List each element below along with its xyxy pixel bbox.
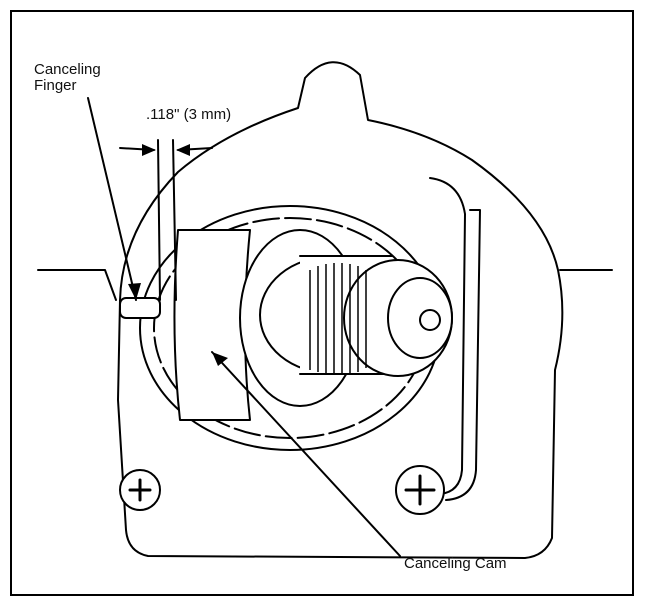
- canceling-finger-label-line1: Canceling: [34, 61, 101, 78]
- canceling-cam-body: [173, 229, 251, 421]
- housing-outline: [117, 61, 564, 559]
- cam-arrowhead: [212, 352, 228, 366]
- dim-extension-right: [172, 139, 177, 301]
- canceling-cam-label: Canceling Cam: [404, 555, 507, 572]
- screw-left-slot: [128, 478, 152, 502]
- screw-right-slot: [404, 474, 436, 506]
- cam-leader: [211, 351, 401, 557]
- clearance-dimension-label: .118" (3 mm): [146, 106, 232, 123]
- dim-arrowhead-left: [142, 144, 156, 156]
- finger-leader: [87, 97, 137, 301]
- column-line-left: [37, 269, 117, 301]
- dim-extension-left: [157, 139, 161, 301]
- shaft-center: [419, 309, 441, 331]
- dim-arrowhead-right: [176, 144, 190, 156]
- canceling-finger-label-line2: Finger: [34, 77, 77, 94]
- canceling-finger-pin: [119, 297, 161, 319]
- side-plate-edge: [445, 209, 481, 501]
- side-plate: [401, 177, 466, 495]
- finger-arrowhead: [128, 283, 141, 300]
